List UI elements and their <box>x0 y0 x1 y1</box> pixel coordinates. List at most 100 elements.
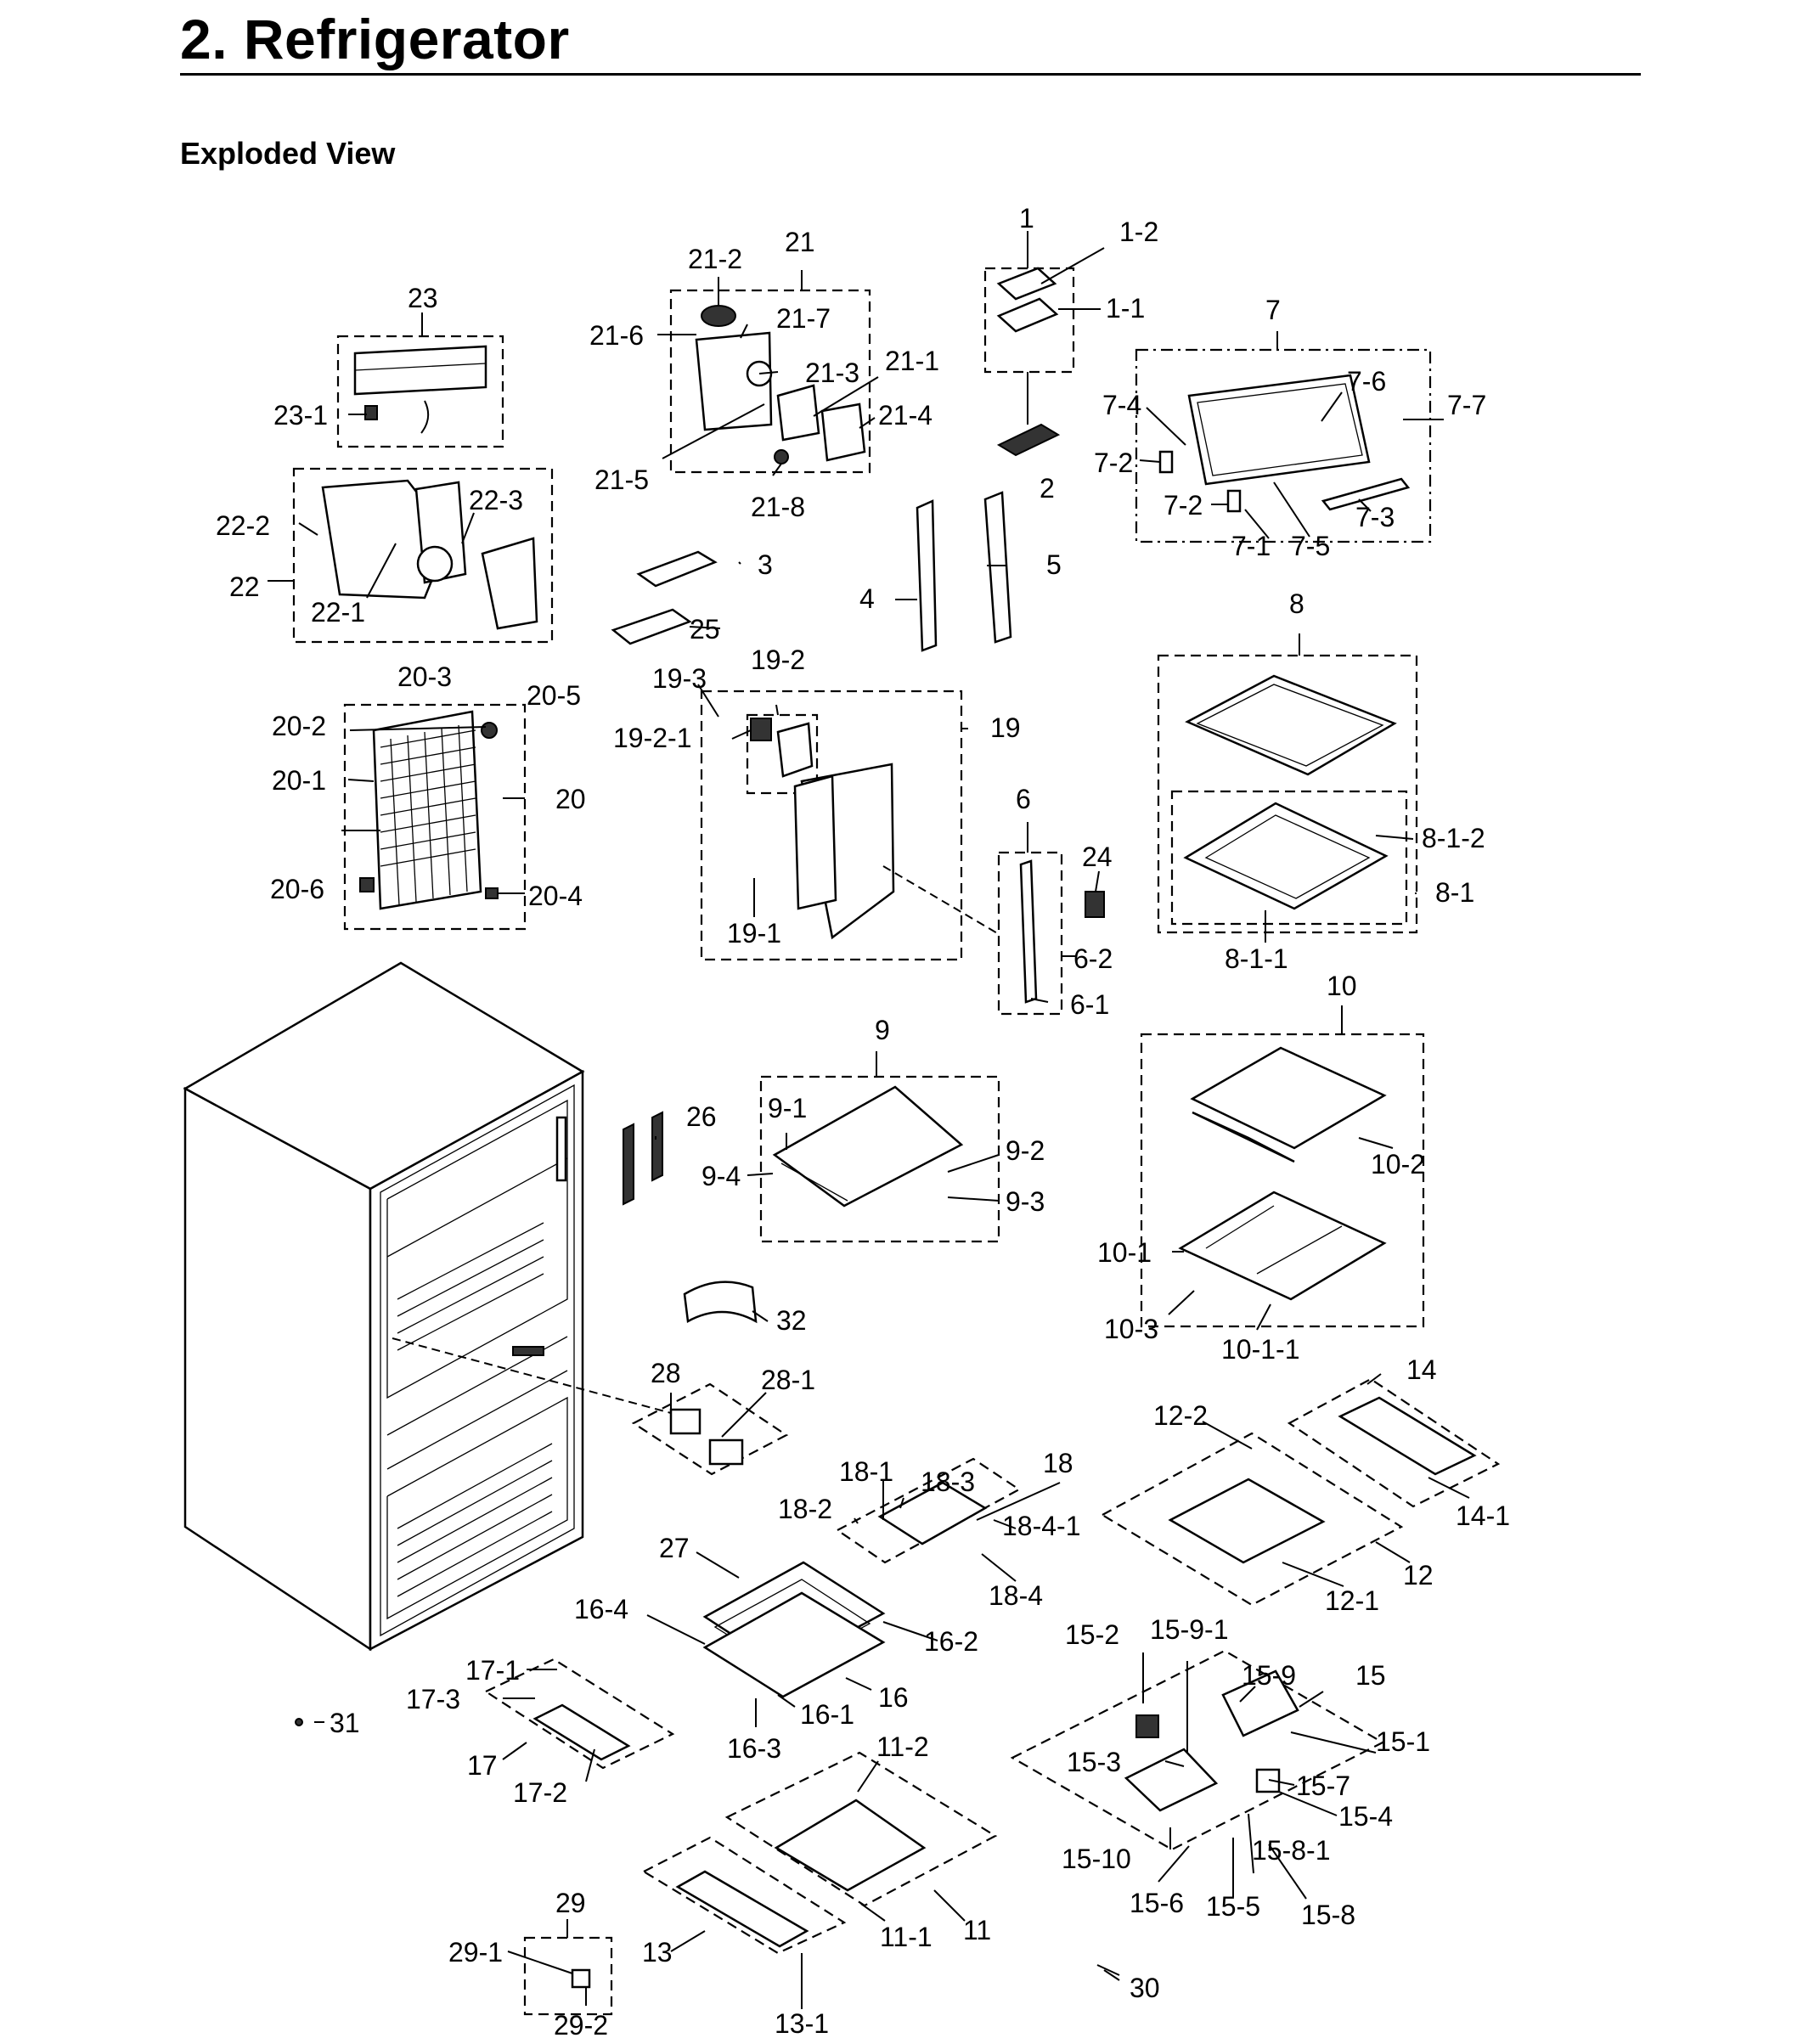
callout-25: 25 <box>690 614 720 645</box>
callout-1-1: 1-1 <box>1106 293 1145 324</box>
callout-20-5: 20-5 <box>527 680 581 711</box>
callout-15-8: 15-8 <box>1301 1900 1355 1930</box>
callout-24: 24 <box>1082 842 1113 872</box>
callout-6-1: 6-1 <box>1070 989 1109 1020</box>
callout-8-1-2: 8-1-2 <box>1422 823 1485 853</box>
callout-27: 27 <box>659 1533 690 1563</box>
callout-7-2b: 7-2 <box>1164 490 1203 521</box>
callout-15: 15 <box>1355 1660 1386 1691</box>
callout-21-8: 21-8 <box>751 492 805 522</box>
callout-7-1: 7-1 <box>1231 531 1271 561</box>
callout-20-4: 20-4 <box>528 881 583 911</box>
callout-32: 32 <box>776 1305 807 1336</box>
callout-6: 6 <box>1016 784 1031 814</box>
callout-7-4: 7-4 <box>1102 390 1141 420</box>
callout-18-3: 18-3 <box>921 1467 975 1497</box>
callout-8-1: 8-1 <box>1435 877 1474 908</box>
callout-8: 8 <box>1289 588 1304 619</box>
callout-15-5: 15-5 <box>1206 1891 1260 1922</box>
callout-8-1-1: 8-1-1 <box>1225 943 1288 974</box>
callout-1-2: 1-2 <box>1119 217 1158 247</box>
callout-29-1: 29-1 <box>448 1937 503 1968</box>
callout-21-7: 21-7 <box>776 303 831 334</box>
callout-4: 4 <box>859 583 875 614</box>
callout-12: 12 <box>1403 1560 1434 1590</box>
callout-15-6: 15-6 <box>1130 1888 1184 1918</box>
callout-16-2: 16-2 <box>924 1626 978 1657</box>
callout-15-4: 15-4 <box>1338 1801 1393 1832</box>
callout-5: 5 <box>1046 549 1062 580</box>
callout-19-1: 19-1 <box>727 918 781 949</box>
callout-26: 26 <box>686 1101 717 1132</box>
callout-20-6: 20-6 <box>270 874 324 904</box>
callout-2: 2 <box>1040 473 1055 504</box>
callout-19-2: 19-2 <box>751 645 805 675</box>
callout-21-6: 21-6 <box>589 320 644 351</box>
callout-7-5: 7-5 <box>1291 531 1330 561</box>
callout-13-1: 13-1 <box>775 2008 829 2038</box>
callout-1: 1 <box>1019 203 1034 234</box>
callout-19-3: 19-3 <box>652 663 707 694</box>
callout-20-3: 20-3 <box>397 662 452 692</box>
callout-17-1: 17-1 <box>465 1655 520 1686</box>
section-heading: Exploded View <box>180 136 396 171</box>
callout-19: 19 <box>990 712 1021 743</box>
callout-18-1: 18-1 <box>839 1456 893 1487</box>
page-title: 2. Refrigerator <box>180 8 570 70</box>
callout-21-5: 21-5 <box>594 464 649 495</box>
callout-21-1: 21-1 <box>885 346 939 376</box>
callout-18-2: 18-2 <box>778 1494 832 1524</box>
callout-9: 9 <box>875 1015 890 1045</box>
callout-10-2: 10-2 <box>1371 1149 1425 1179</box>
refrigerator-cabinet <box>183 961 585 1652</box>
callout-11-2: 11-2 <box>876 1731 929 1762</box>
callout-11-1: 11-1 <box>880 1922 933 1952</box>
callout-10-1-1: 10-1-1 <box>1221 1334 1300 1365</box>
callout-7-2a: 7-2 <box>1094 448 1133 478</box>
callout-15-2: 15-2 <box>1065 1619 1119 1650</box>
callout-6-2: 6-2 <box>1073 943 1113 974</box>
callout-9-1: 9-1 <box>768 1093 807 1123</box>
callout-21-4: 21-4 <box>878 400 933 431</box>
callout-23: 23 <box>408 283 438 313</box>
callout-17-2: 17-2 <box>513 1777 567 1808</box>
group-boxes <box>292 267 1501 2016</box>
callout-21-2: 21-2 <box>688 244 742 274</box>
callout-10: 10 <box>1327 971 1357 1001</box>
callout-23-1: 23-1 <box>273 400 328 431</box>
callout-22-1: 22-1 <box>311 597 365 628</box>
callout-22: 22 <box>229 571 260 602</box>
callout-9-4: 9-4 <box>702 1161 741 1191</box>
callout-15-8-1: 15-8-1 <box>1252 1835 1331 1866</box>
callout-12-2: 12-2 <box>1153 1400 1208 1431</box>
callout-18-4-1: 18-4-1 <box>1002 1511 1081 1541</box>
callout-20-1: 20-1 <box>272 765 326 796</box>
callout-19-2-1: 19-2-1 <box>613 723 692 753</box>
leader-lines <box>268 231 1470 2009</box>
callout-22-2: 22-2 <box>216 510 270 541</box>
callout-12-1: 12-1 <box>1325 1585 1379 1616</box>
callout-labels: 1 1-2 1-1 2 7 7-6 7-7 7-4 7-2 7-2 7-3 7-… <box>216 203 1510 2038</box>
callout-18: 18 <box>1043 1448 1073 1478</box>
callout-20: 20 <box>555 784 586 814</box>
callout-15-9-1: 15-9-1 <box>1150 1614 1229 1645</box>
callout-17: 17 <box>467 1750 498 1781</box>
callout-21: 21 <box>785 227 815 257</box>
callout-7-3: 7-3 <box>1355 502 1395 532</box>
callout-15-1: 15-1 <box>1376 1726 1430 1757</box>
callout-28-1: 28-1 <box>761 1365 815 1395</box>
callout-22-3: 22-3 <box>469 485 523 515</box>
callout-10-1: 10-1 <box>1097 1237 1152 1268</box>
callout-15-3: 15-3 <box>1067 1747 1121 1777</box>
callout-30: 30 <box>1130 1973 1160 2003</box>
callout-29-2: 29-2 <box>554 2010 608 2038</box>
parts-art <box>295 267 1477 1989</box>
callout-16-4: 16-4 <box>574 1594 628 1624</box>
callout-7: 7 <box>1265 295 1281 325</box>
callout-20-2: 20-2 <box>272 711 326 741</box>
callout-7-6: 7-6 <box>1347 366 1386 397</box>
callout-18-4: 18-4 <box>989 1580 1043 1611</box>
callout-17-3: 17-3 <box>406 1684 460 1714</box>
callout-31: 31 <box>330 1708 360 1738</box>
callout-21-3: 21-3 <box>805 357 859 388</box>
